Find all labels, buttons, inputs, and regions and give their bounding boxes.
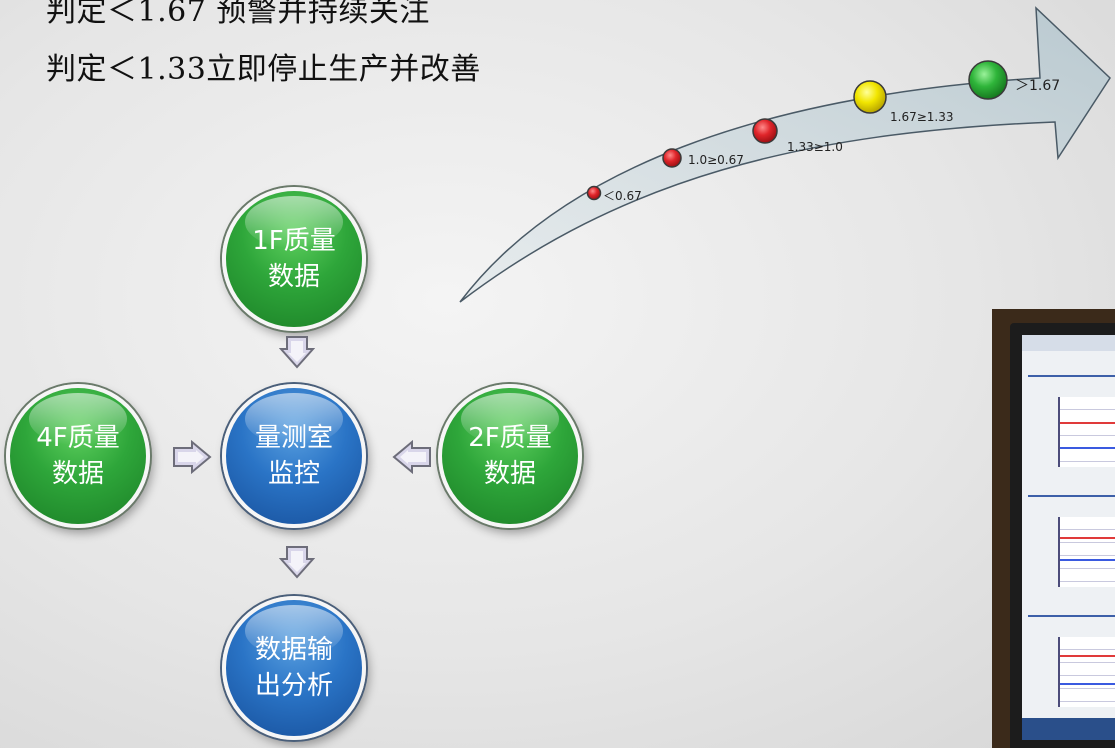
monitor-screen	[1022, 335, 1115, 740]
light-indicator-5	[968, 60, 1008, 100]
light-indicator-1	[586, 185, 602, 201]
light-label-5: ＞1.67	[1015, 78, 1060, 94]
node-1f-quality-data: 1F质量 数据	[222, 187, 366, 331]
arrow-down-output-icon	[279, 546, 315, 579]
arrow-down-icon	[279, 336, 315, 369]
screen-chart-1	[1028, 375, 1115, 487]
node-output-label: 数据输 出分析	[254, 635, 333, 701]
rule-stop-text: 判定＜1.33立即停止生产并改善	[46, 52, 481, 87]
node-4f-label: 4F质量 数据	[36, 423, 120, 489]
light-indicator-2	[662, 148, 682, 168]
node-data-output-analysis: 数据输 出分析	[222, 596, 366, 740]
screen-taskbar	[1022, 718, 1115, 740]
trend-arrow-diagram: ＜0.67 1.0≥0.67 1.33≥1.0 1.67≥1.33 ＞1.67	[459, 6, 1111, 303]
screen-chart-3	[1028, 615, 1115, 727]
light-indicator-4	[853, 80, 887, 114]
node-center-label: 量测室 监控	[254, 423, 333, 489]
node-1f-label: 1F质量 数据	[252, 226, 336, 292]
node-2f-label: 2F质量 数据	[468, 423, 552, 489]
monitor-photo	[992, 309, 1115, 748]
light-indicator-3	[752, 118, 778, 144]
arrow-right-icon	[173, 440, 212, 474]
node-measurement-room-monitor: 量测室 监控	[222, 384, 366, 528]
light-label-2: 1.0≥0.67	[688, 153, 744, 167]
curved-trend-arrow-icon	[459, 6, 1111, 303]
arrow-left-icon	[392, 440, 431, 474]
node-2f-quality-data: 2F质量 数据	[438, 384, 582, 528]
node-4f-quality-data: 4F质量 数据	[6, 384, 150, 528]
light-label-4: 1.67≥1.33	[890, 110, 954, 124]
rule-warning-text: 判定＜1.67 预警并持续关注	[46, 0, 430, 29]
screen-menubar	[1022, 335, 1115, 351]
light-label-1: ＜0.67	[603, 189, 642, 203]
light-label-3: 1.33≥1.0	[787, 140, 843, 154]
screen-chart-2	[1028, 495, 1115, 607]
